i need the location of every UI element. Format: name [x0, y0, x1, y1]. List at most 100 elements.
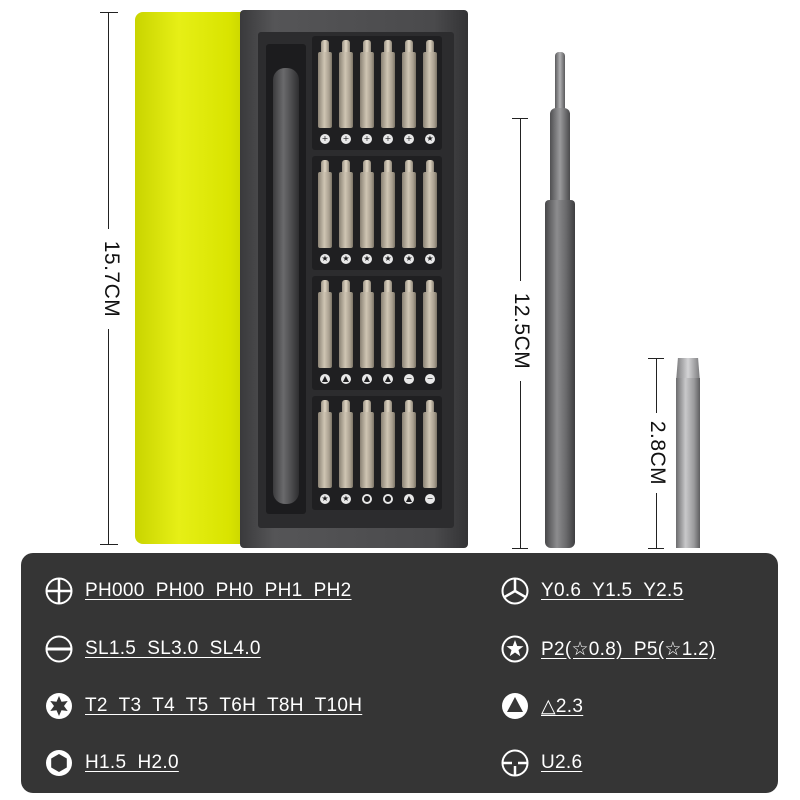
- legend-text-slotted: SL1.5 SL3.0 SL4.0: [85, 638, 261, 659]
- screwdriver-shaft: [550, 108, 570, 208]
- stored-bit: [381, 172, 395, 248]
- bit-tip: [405, 160, 413, 174]
- slot-type-icon: ●: [383, 494, 393, 504]
- bit-length-label: 2.8CM: [643, 413, 669, 493]
- stored-bit: [423, 172, 437, 248]
- legend-item-pentalobe: P2(☆0.8) P5(☆1.2): [501, 635, 716, 663]
- slot-type-icon: +: [404, 134, 414, 144]
- slot-type-icon: ★: [362, 254, 372, 264]
- slot-type-icon: −: [404, 374, 414, 384]
- torx-icon: [46, 693, 72, 719]
- stored-bit: [423, 412, 437, 488]
- bit-tip: [321, 400, 329, 414]
- bit-row-1: [312, 36, 442, 150]
- bit-tip: [384, 160, 392, 174]
- legend-item-hex: H1.5 H2.0: [45, 749, 179, 777]
- slot-type-icon: +: [320, 134, 330, 144]
- bit-tip: [342, 40, 350, 54]
- bit-tip: [384, 280, 392, 294]
- slot-type-icon: ▲: [320, 374, 330, 384]
- stored-bit: [339, 292, 353, 368]
- bit-tip: [342, 280, 350, 294]
- bit-row-4: [312, 396, 442, 510]
- stored-bit: [423, 52, 437, 128]
- stored-bit: [381, 292, 395, 368]
- u-type-icon: [501, 749, 529, 777]
- slot-type-icon: +: [341, 134, 351, 144]
- bit-tip: [405, 40, 413, 54]
- legend-text-tri-wing: Y0.6 Y1.5 Y2.5: [541, 580, 684, 601]
- tri-wing-icon: [501, 577, 529, 605]
- bit-legend-panel: PH000 PH00 PH0 PH1 PH2 SL1.5 SL3.0 SL4.0…: [21, 553, 778, 793]
- stored-bit: [423, 292, 437, 368]
- stored-bit: [318, 292, 332, 368]
- slotted-icon: [45, 635, 73, 663]
- screwdriver-tip: [555, 52, 565, 112]
- slot-type-icon: ★: [341, 494, 351, 504]
- bit-tip: [426, 400, 434, 414]
- screwdriver-handle: [545, 200, 575, 548]
- slot-type-icon: ▲: [341, 374, 351, 384]
- legend-text-triangle: △2.3: [541, 695, 584, 717]
- slot-type-icon: −: [425, 494, 435, 504]
- stored-bit: [339, 52, 353, 128]
- bit-tip: [405, 400, 413, 414]
- stored-bit: [318, 172, 332, 248]
- slot-type-icon: ▲: [362, 374, 372, 384]
- stored-bit: [402, 52, 416, 128]
- bit-tip: [363, 40, 371, 54]
- standalone-bit: [676, 378, 700, 548]
- stored-bit: [318, 52, 332, 128]
- slot-type-icon: ★: [425, 134, 435, 144]
- stored-bit: [339, 412, 353, 488]
- slot-type-icon: ★: [320, 494, 330, 504]
- bit-tip: [426, 160, 434, 174]
- stored-bit: [360, 292, 374, 368]
- stored-bit: [318, 412, 332, 488]
- bit-tip: [426, 280, 434, 294]
- bit-tip: [384, 40, 392, 54]
- bit-tip: [426, 40, 434, 54]
- bit-row-2: [312, 156, 442, 270]
- case-lid: [135, 12, 260, 544]
- stored-bit: [360, 412, 374, 488]
- bit-tip: [342, 160, 350, 174]
- slot-type-icon: ★: [425, 254, 435, 264]
- stored-bit: [402, 172, 416, 248]
- legend-text-hex: H1.5 H2.0: [85, 752, 179, 773]
- bit-tip: [363, 280, 371, 294]
- stored-screwdriver-handle: [273, 68, 299, 504]
- slot-type-icon: ★: [404, 254, 414, 264]
- slot-type-icon: ▲: [383, 374, 393, 384]
- legend-item-phillips: PH000 PH00 PH0 PH1 PH2: [45, 577, 352, 605]
- stored-bit: [360, 172, 374, 248]
- stored-bit: [402, 412, 416, 488]
- legend-text-u-type: U2.6: [541, 752, 583, 773]
- triangle-icon: [502, 693, 528, 719]
- slot-type-icon: ★: [320, 254, 330, 264]
- slot-type-icon: ▲: [404, 494, 414, 504]
- phillips-icon: [45, 577, 73, 605]
- bit-tip: [321, 160, 329, 174]
- legend-item-triangle: △2.3: [501, 692, 583, 720]
- bit-tip: [363, 400, 371, 414]
- slot-type-icon: ★: [341, 254, 351, 264]
- pentalobe-icon: [501, 635, 529, 663]
- bit-tip: [384, 400, 392, 414]
- legend-text-phillips: PH000 PH00 PH0 PH1 PH2: [85, 580, 352, 601]
- legend-item-u-type: U2.6: [501, 749, 582, 777]
- bit-tip: [321, 280, 329, 294]
- stored-bit: [381, 412, 395, 488]
- legend-item-tri-wing: Y0.6 Y1.5 Y2.5: [501, 577, 684, 605]
- bit-tip: [321, 40, 329, 54]
- hex-icon: [46, 750, 72, 776]
- bit-tip: [405, 280, 413, 294]
- case-height-label: 15.7CM: [97, 229, 123, 329]
- legend-text-pentalobe: P2(☆0.8) P5(☆1.2): [541, 638, 716, 660]
- bit-tip: [363, 160, 371, 174]
- slot-type-icon: +: [362, 134, 372, 144]
- legend-item-torx: T2 T3 T4 T5 T6H T8H T10H: [45, 692, 362, 720]
- stored-bit: [360, 52, 374, 128]
- slot-type-icon: −: [425, 374, 435, 384]
- slot-type-icon: ●: [362, 494, 372, 504]
